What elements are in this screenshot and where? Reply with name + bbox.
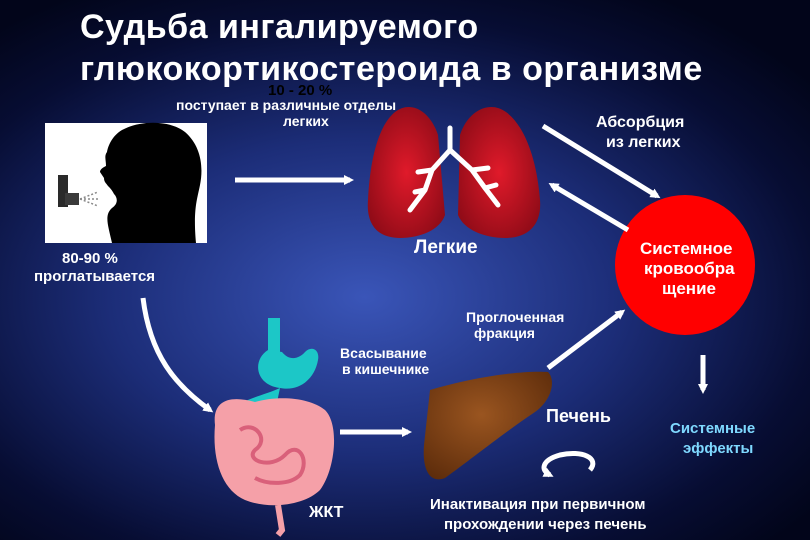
- swallowed-percent-label: 80-90 %: [62, 250, 118, 267]
- systemic-effects-line2: эффекты: [683, 440, 754, 457]
- liver-label: Печень: [546, 406, 611, 426]
- stomach-icon: [231, 318, 319, 417]
- swallowed-fraction-line2: фракция: [474, 325, 535, 341]
- lungs-icon: [367, 106, 541, 238]
- inactivation-line2: прохождении через печень: [444, 516, 647, 533]
- arrow-liver-to-circulation: [546, 309, 626, 370]
- arrow-lungs-to-circulation: [541, 123, 661, 199]
- lungs-delivery-line1: поступает в различные отделы: [176, 97, 397, 113]
- swallowed-fraction-line1: Проглоченная: [466, 309, 565, 325]
- page-title-line1: Судьба ингалируемого: [80, 8, 479, 46]
- arrow-liver-inactivation: [541, 451, 596, 478]
- systemic-circulation-line3: щение: [662, 279, 716, 298]
- arrow-circulation-to-lungs: [548, 182, 630, 233]
- systemic-circulation-line2: кровообра: [644, 259, 735, 278]
- liver-icon: [423, 371, 552, 480]
- absorption-line2: из легких: [606, 134, 681, 151]
- systemic-effects-line1: Системные: [670, 420, 756, 437]
- absorption-line1: Абсорбция: [596, 114, 685, 131]
- lungs-delivery-line2: легких: [283, 113, 329, 129]
- gut-absorption-line1: Всасывание: [340, 345, 427, 361]
- head-silhouette-icon: [45, 122, 207, 243]
- swallowed-text-label: проглатывается: [34, 268, 156, 285]
- arrow-swallow-to-git: [140, 297, 214, 413]
- inactivation-line1: Инактивация при первичном: [430, 496, 646, 513]
- inhaler-icon: [58, 175, 99, 207]
- gut-absorption-line2: в кишечнике: [342, 361, 430, 377]
- page-title-line2: глюкокортикостероида в организме: [80, 50, 703, 88]
- lungs-percent-label: 10 - 20 %: [268, 82, 333, 99]
- lungs-label: Легкие: [414, 237, 478, 258]
- git-label: ЖКТ: [309, 504, 344, 521]
- intestine-icon: [214, 398, 335, 537]
- systemic-circulation-circle: [615, 195, 755, 335]
- systemic-circulation-line1: Системное: [640, 239, 733, 258]
